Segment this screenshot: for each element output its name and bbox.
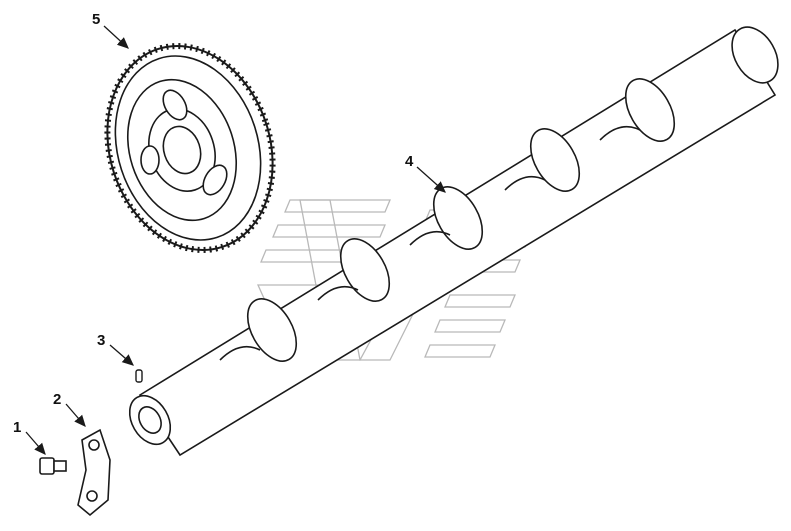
callout-5: 5	[92, 11, 100, 28]
callout-3: 3	[97, 332, 105, 349]
thrust-plate	[77, 428, 111, 517]
dowel-pin	[135, 369, 143, 383]
callout-2: 2	[53, 391, 61, 408]
leader-lines	[25, 25, 446, 455]
callout-4: 4	[405, 153, 414, 170]
camshaft	[128, 26, 779, 457]
callout-1: 1	[13, 419, 21, 436]
camshaft-gear	[104, 43, 276, 253]
capscrew	[39, 457, 67, 475]
